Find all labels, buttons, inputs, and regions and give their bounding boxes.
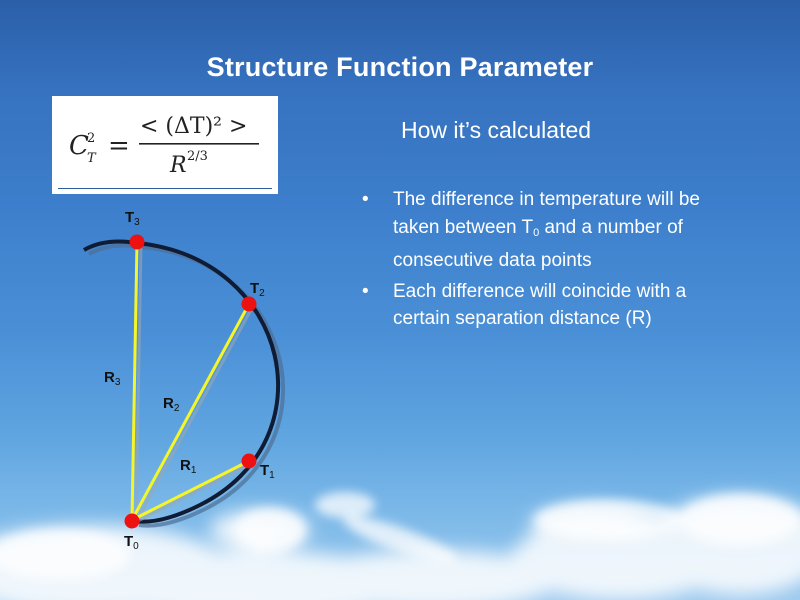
bullet-item: • Each difference will coincide with a c… xyxy=(362,278,712,333)
label-r2: R2 xyxy=(163,395,180,414)
slide-title: Structure Function Parameter xyxy=(206,52,594,82)
formula-lhs: C xyxy=(69,131,89,161)
formula-numerator: < (ΔT)² > xyxy=(140,114,247,139)
point-t0 xyxy=(124,513,140,529)
subtitle: How it’s calculated xyxy=(401,117,592,143)
point-t3 xyxy=(129,234,145,250)
formula-denominator-base: R xyxy=(169,153,187,178)
label-r3: R3 xyxy=(104,369,121,388)
formula-equals: = xyxy=(108,131,130,161)
formula-lhs-sub: T xyxy=(87,151,97,166)
label-t0: T0 xyxy=(124,533,139,552)
label-t2: T2 xyxy=(250,280,265,299)
radius-r1 xyxy=(131,459,250,522)
bullet-item: • The difference in temperature will be … xyxy=(362,186,712,275)
formula-lhs-sup: 2 xyxy=(87,131,95,146)
label-t1: T1 xyxy=(260,462,275,481)
structure-function-formula: C 2 T = < (ΔT)² > R 2/3 xyxy=(69,114,259,178)
radius-r3 xyxy=(130,242,139,521)
arc-curve xyxy=(83,239,280,524)
label-r1: R1 xyxy=(180,457,197,476)
bullet-list: • The difference in temperature will be … xyxy=(362,186,712,336)
label-t3: T3 xyxy=(125,209,140,228)
point-t1 xyxy=(241,453,257,469)
point-t2 xyxy=(241,296,257,312)
formula-box: C 2 T = < (ΔT)² > R 2/3 xyxy=(52,96,278,194)
formula-denominator-exp: 2/3 xyxy=(187,149,208,164)
radius-r2 xyxy=(130,303,251,521)
bullet-marker: • xyxy=(362,280,369,302)
bullet-marker: • xyxy=(362,189,369,210)
formula-underline xyxy=(58,188,272,189)
